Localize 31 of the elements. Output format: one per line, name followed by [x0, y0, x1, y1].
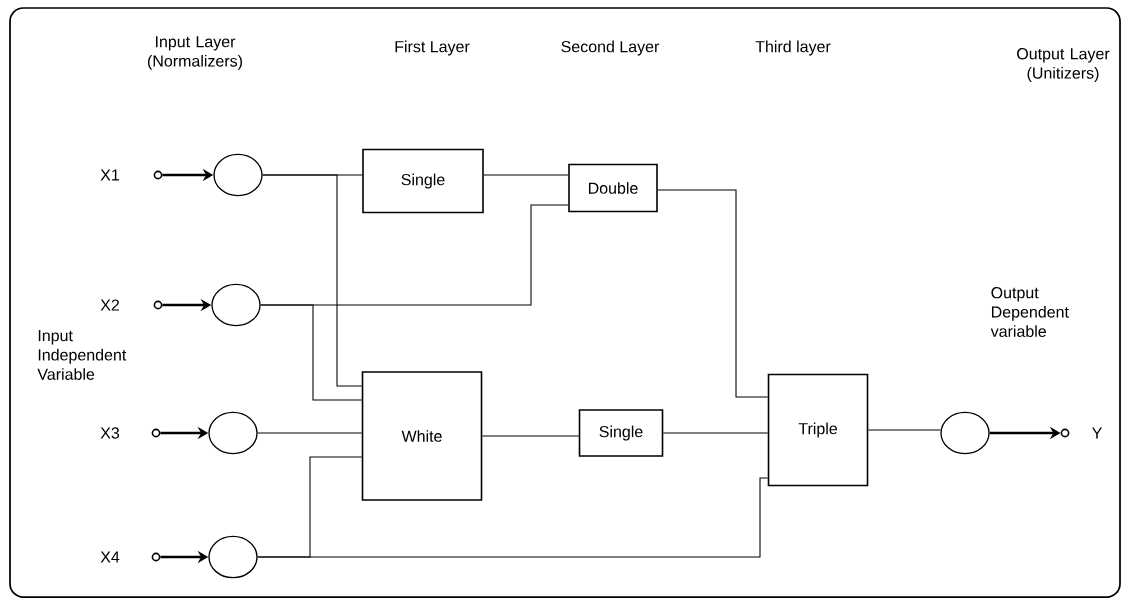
neuron-circle: [208, 535, 258, 579]
variable-label: Y: [1092, 427, 1102, 439]
layer-heading: Third layer: [755, 40, 831, 56]
layer-box: Single: [362, 148, 484, 214]
connection-line: [657, 189, 769, 398]
neuron-circle: [211, 283, 261, 327]
neuron-circle: [208, 411, 258, 455]
neuron-circle: [940, 411, 990, 455]
layer-heading: Input Layer (Normalizers): [148, 36, 242, 70]
connection-line: [257, 432, 363, 434]
connection-line: [662, 432, 769, 434]
layer-box: Double: [568, 163, 658, 213]
connection-line: [483, 174, 569, 176]
variable-label: X2: [100, 299, 119, 311]
layer-heading: Second Layer: [561, 40, 660, 56]
connection-line: [257, 477, 769, 558]
layer-box: Single: [578, 409, 664, 457]
neuron-circle: [213, 153, 263, 197]
layer-box: White: [361, 371, 483, 501]
connection-line: [867, 429, 941, 431]
variable-label: X1: [100, 169, 119, 181]
connection-line: [262, 174, 363, 387]
side-note: Output Dependent variable: [990, 287, 1069, 337]
connection-line: [481, 435, 580, 437]
variable-label: X3: [100, 427, 120, 439]
layer-heading: First Layer: [395, 40, 470, 56]
side-note: Input Independent Variable: [37, 330, 127, 380]
connection-line: [260, 304, 363, 401]
layer-heading: Output Layer (Unitizers): [1017, 48, 1110, 82]
layer-box: Triple: [767, 373, 869, 487]
variable-label: X4: [100, 551, 120, 563]
